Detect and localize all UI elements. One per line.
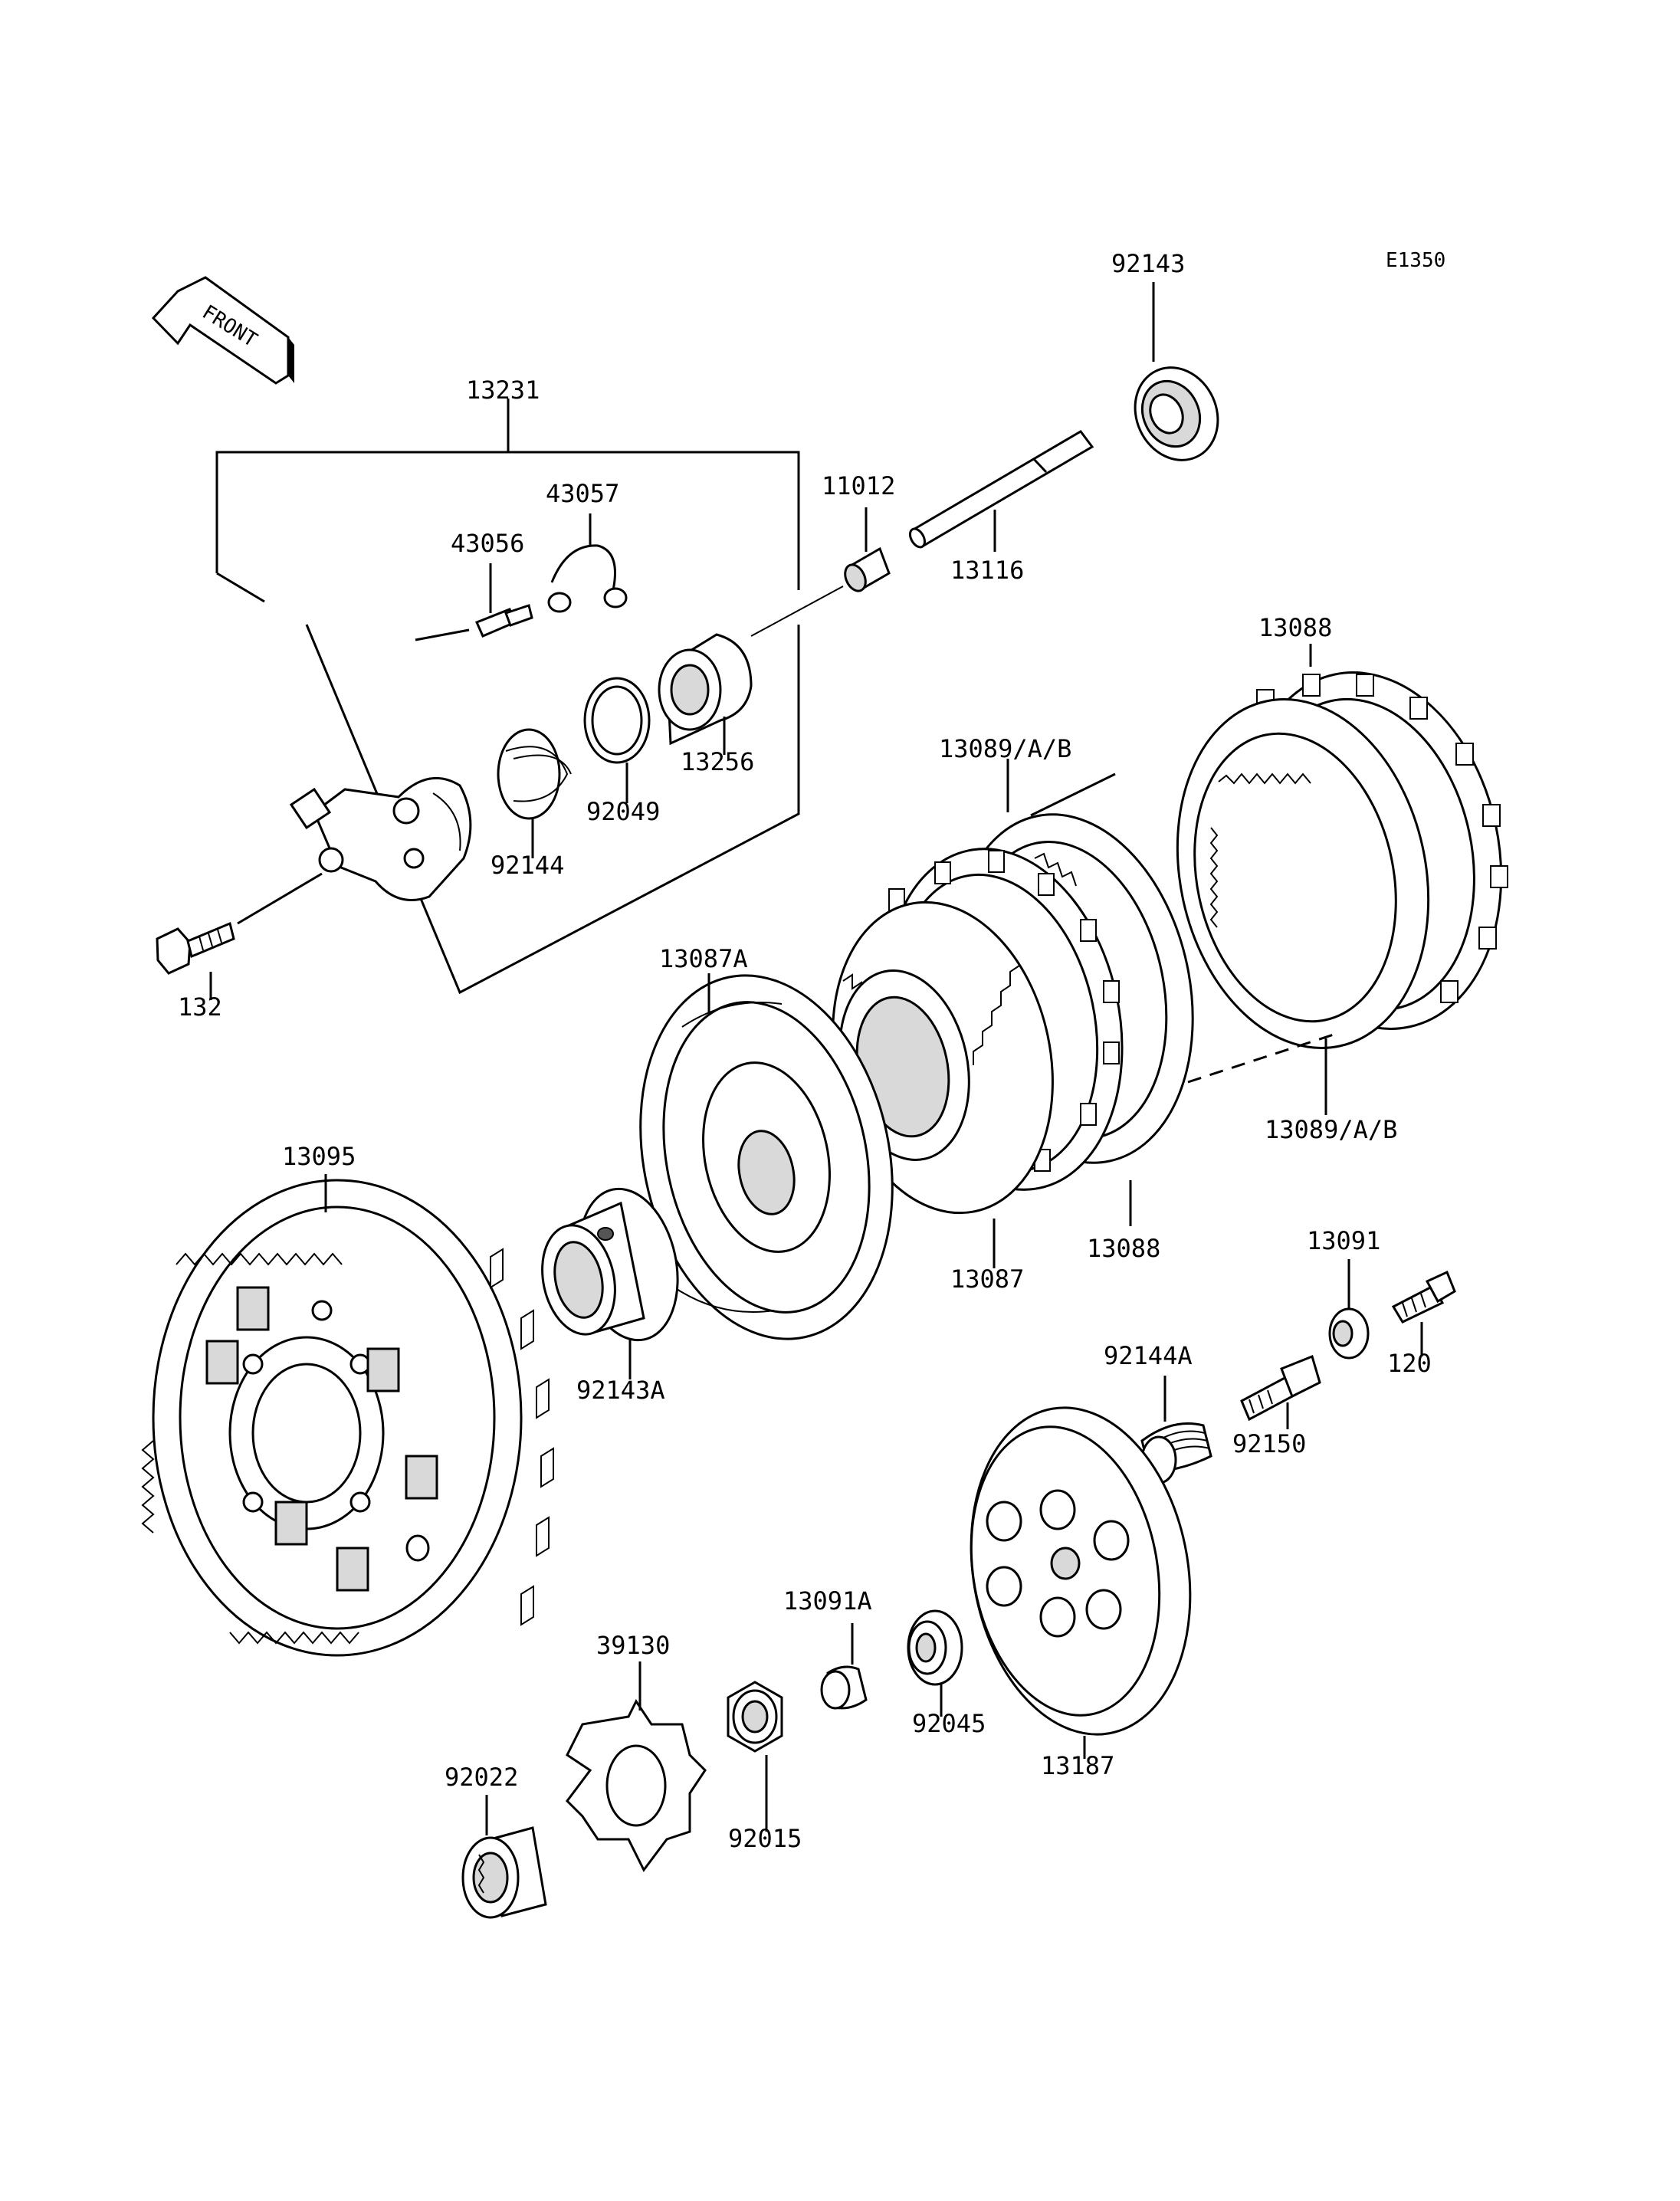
label-92150: 92150 bbox=[1232, 1429, 1306, 1458]
label-13091A: 13091A bbox=[783, 1586, 872, 1615]
part-11012 bbox=[750, 507, 891, 637]
label-43057: 43057 bbox=[546, 479, 619, 508]
front-arrow-icon: FRONT bbox=[151, 276, 294, 385]
part-13091 bbox=[1328, 1259, 1370, 1360]
part-43057 bbox=[547, 513, 628, 613]
part-13089-plate bbox=[1176, 698, 1430, 1115]
label-13087A: 13087A bbox=[659, 944, 748, 973]
part-92022 bbox=[461, 1795, 547, 1919]
part-13091A bbox=[820, 1623, 868, 1710]
part-39130 bbox=[566, 1661, 707, 1872]
label-92049: 92049 bbox=[586, 797, 660, 826]
label-13087: 13087 bbox=[950, 1265, 1024, 1294]
part-13231-body bbox=[289, 776, 472, 901]
part-132 bbox=[156, 872, 323, 1000]
label-13231: 13231 bbox=[466, 376, 540, 405]
part-92144 bbox=[497, 728, 572, 858]
part-43056 bbox=[415, 563, 533, 641]
part-92150 bbox=[1240, 1354, 1321, 1429]
label-13089-top: 13089/A/B bbox=[939, 734, 1071, 763]
label-39130: 39130 bbox=[596, 1631, 670, 1660]
label-13116: 13116 bbox=[950, 556, 1024, 585]
label-92143: 92143 bbox=[1111, 249, 1185, 278]
label-13095: 13095 bbox=[282, 1142, 356, 1171]
label-43056: 43056 bbox=[451, 529, 524, 558]
part-13116 bbox=[909, 430, 1094, 552]
label-120: 120 bbox=[1387, 1349, 1432, 1378]
label-92015: 92015 bbox=[728, 1824, 802, 1853]
label-13088-bottom: 13088 bbox=[1087, 1234, 1160, 1263]
label-132: 132 bbox=[178, 992, 222, 1022]
label-92144A: 92144A bbox=[1104, 1341, 1193, 1370]
part-92045 bbox=[907, 1609, 963, 1717]
label-13187: 13187 bbox=[1041, 1751, 1114, 1780]
part-13087A bbox=[639, 973, 894, 1340]
part-92143 bbox=[1134, 282, 1219, 461]
label-13256: 13256 bbox=[681, 747, 754, 776]
label-92022: 92022 bbox=[445, 1763, 518, 1792]
part-13256 bbox=[658, 633, 753, 755]
part-92049 bbox=[583, 677, 651, 803]
diagram-ref-code: E1350 bbox=[1386, 249, 1445, 272]
part-92143A bbox=[541, 1187, 679, 1379]
part-13095 bbox=[141, 1174, 554, 1657]
label-92045: 92045 bbox=[912, 1709, 986, 1738]
part-120 bbox=[1391, 1270, 1456, 1356]
part-13187 bbox=[970, 1406, 1192, 1759]
part-92015 bbox=[727, 1681, 783, 1832]
label-92143A: 92143A bbox=[576, 1376, 665, 1405]
label-13088-top: 13088 bbox=[1258, 613, 1332, 642]
label-92144: 92144 bbox=[491, 851, 564, 880]
label-11012: 11012 bbox=[822, 471, 895, 500]
label-13091: 13091 bbox=[1307, 1226, 1380, 1255]
label-13089-bottom: 13089/A/B bbox=[1265, 1115, 1397, 1144]
